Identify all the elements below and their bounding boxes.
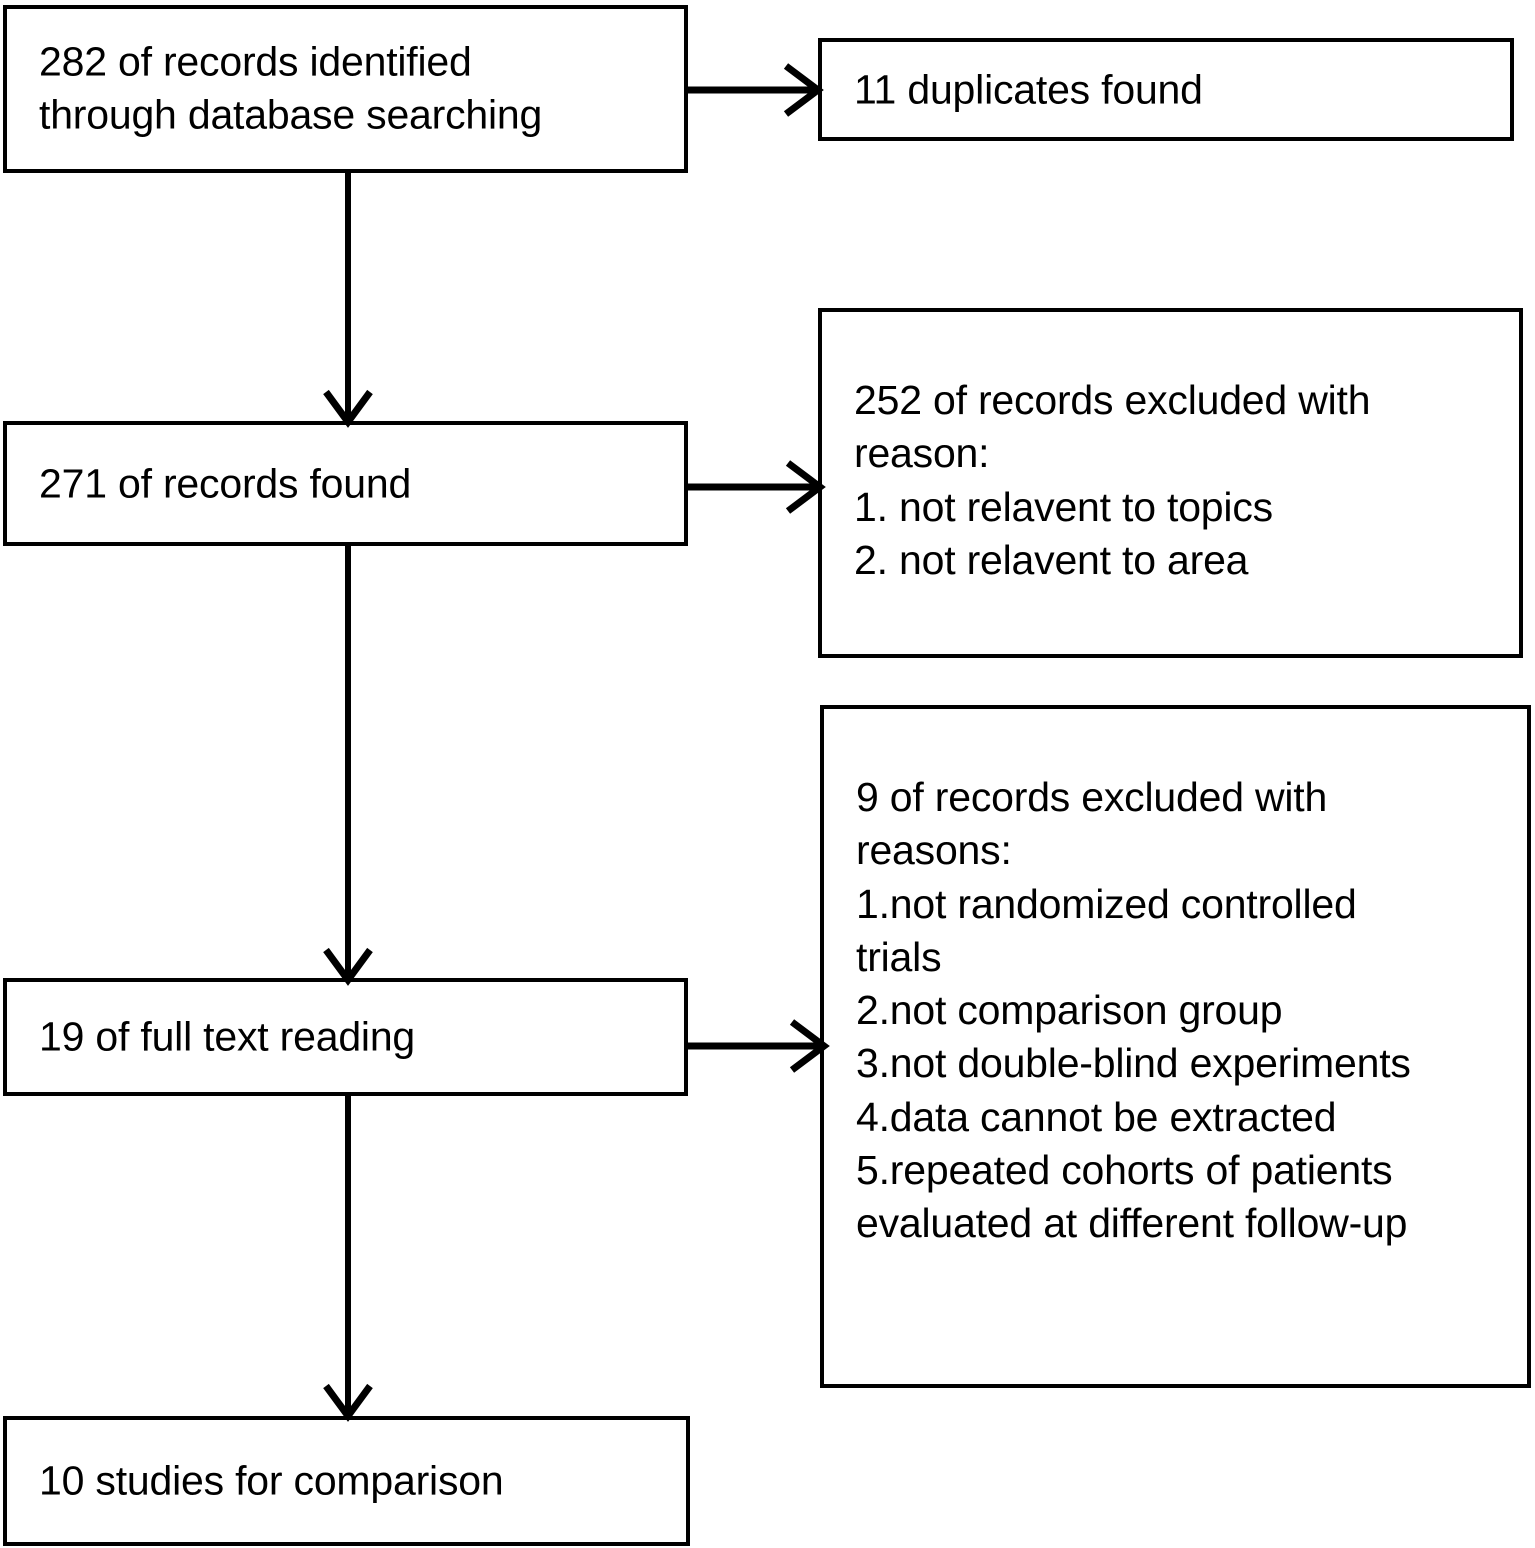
box-duplicates-found-text: 11 duplicates found: [854, 65, 1203, 112]
box-excluded-252-reasons: 1. not relavent to topics 2. not relaven…: [854, 481, 1493, 588]
box-records-identified-line2: through database searching: [39, 92, 543, 138]
box-excluded-252-text: 252 of records excluded with reason: 1. …: [854, 374, 1493, 587]
reason-item: 4.data cannot be extracted: [856, 1093, 1337, 1140]
box-excluded-252: 252 of records excluded with reason: 1. …: [818, 308, 1523, 658]
connector-identified-to-duplicates: [688, 60, 828, 120]
connector-records-found-to-excluded-252: [688, 457, 830, 517]
reason-item: trials: [856, 933, 942, 980]
box-studies-for-comparison: 10 studies for comparison: [3, 1416, 690, 1546]
box-records-identified: 282 of records identified through databa…: [3, 5, 688, 173]
box-excluded-252-line2: reason:: [854, 430, 990, 477]
box-excluded-9: 9 of records excluded with reasons: 1.no…: [820, 705, 1531, 1388]
box-full-text-reading: 19 of full text reading: [3, 978, 688, 1096]
box-excluded-9-line1: 9 of records excluded with: [856, 774, 1328, 820]
box-full-text-reading-text: 19 of full text reading: [39, 1013, 416, 1060]
box-records-identified-line1: 282 of records identified: [39, 38, 472, 85]
reason-item: 3.not double-blind experiments: [856, 1040, 1411, 1087]
box-studies-for-comparison-text: 10 studies for comparison: [39, 1457, 504, 1504]
connector-records-found-to-full-text: [318, 544, 378, 986]
box-records-found: 271 of records found: [3, 421, 688, 546]
reason-item: 1.not randomized controlled: [856, 880, 1357, 927]
box-records-found-text: 271 of records found: [39, 459, 412, 506]
reason-item: evaluated at different follow-up: [856, 1200, 1408, 1247]
connector-full-text-to-excluded-9: [688, 1016, 834, 1076]
connector-full-text-to-included: [318, 1094, 378, 1422]
reason-item: 5.repeated cohorts of patients: [856, 1147, 1393, 1194]
box-excluded-9-reasons: 1.not randomized controlled trials 2.not…: [856, 878, 1501, 1251]
reason-item: 1. not relavent to topics: [854, 483, 1273, 530]
box-excluded-9-text: 9 of records excluded with reasons: 1.no…: [856, 771, 1501, 1251]
reason-item: 2.not comparison group: [856, 987, 1283, 1034]
box-excluded-252-line1: 252 of records excluded with: [854, 377, 1371, 423]
reason-item: 2. not relavent to area: [854, 536, 1249, 583]
box-records-identified-text: 282 of records identified through databa…: [39, 36, 658, 143]
box-duplicates-found: 11 duplicates found: [818, 38, 1514, 141]
box-excluded-9-line2: reasons:: [856, 827, 1012, 874]
connector-identified-to-records-found: [318, 170, 378, 428]
